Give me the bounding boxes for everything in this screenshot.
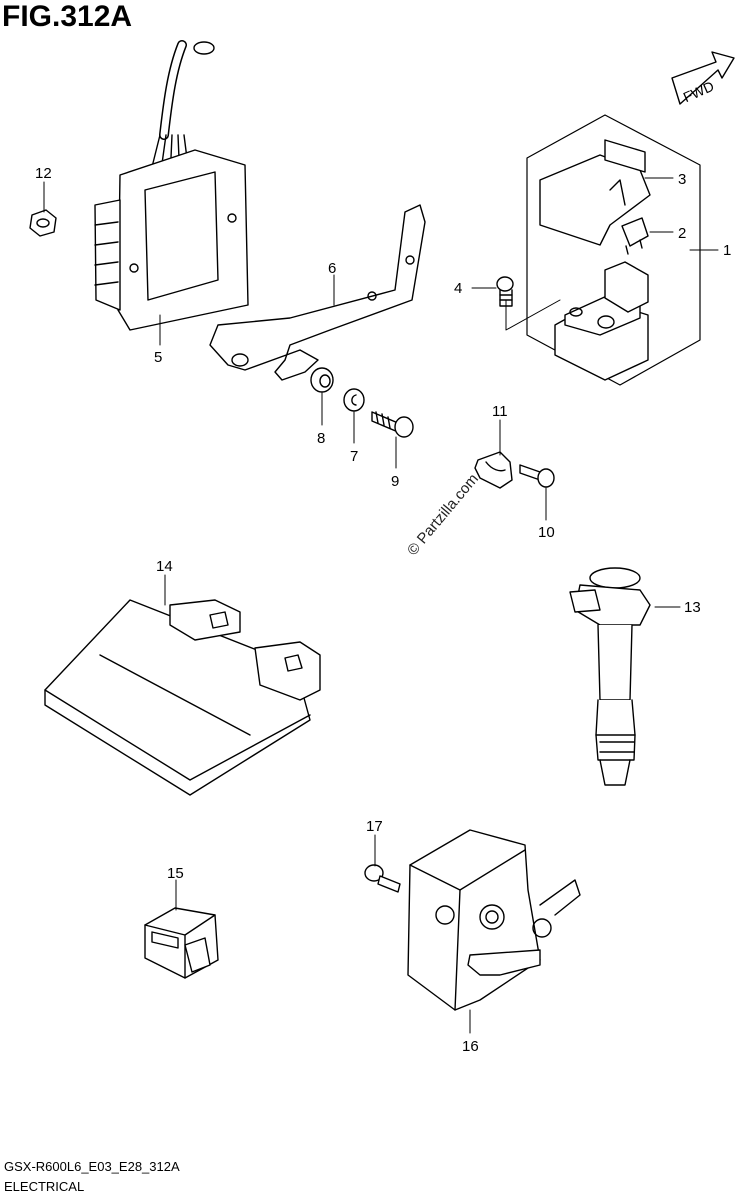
- footer-section-label: ELECTRICAL: [4, 1179, 85, 1194]
- callout-4: 4: [454, 280, 462, 297]
- starter-relay-assembly: [505, 114, 701, 386]
- ecm-part: [44, 599, 321, 796]
- callout-5: 5: [154, 349, 162, 366]
- callout-7: 7: [350, 448, 358, 465]
- ignition-coil-part: [569, 567, 651, 786]
- callout-16: 16: [462, 1038, 479, 1055]
- collar-part-7: [343, 388, 365, 412]
- screw-part-17: [364, 864, 401, 893]
- screw-part-4: [496, 276, 514, 307]
- callout-11: 11: [492, 403, 508, 420]
- callout-8: 8: [317, 430, 325, 447]
- figure-title: FIG.312A: [2, 0, 133, 33]
- callout-2: 2: [678, 225, 686, 242]
- callout-13: 13: [684, 599, 701, 616]
- bolt-part-9: [371, 411, 414, 438]
- callout-6: 6: [328, 260, 336, 277]
- leader-lines: [43, 177, 719, 1034]
- callout-17: 17: [366, 818, 383, 835]
- callout-labels: 1 2 3 4 5 6 7 8 9 10 11 12 13 14 15 16 1…: [35, 165, 731, 1055]
- sensor-part-15: [144, 907, 219, 979]
- callout-15: 15: [167, 865, 184, 882]
- callout-3: 3: [678, 171, 686, 188]
- screw-part-10: [519, 464, 555, 488]
- callout-14: 14: [156, 558, 173, 575]
- regulator-rectifier-part: [94, 40, 249, 331]
- fuse-part: [621, 217, 649, 255]
- cushion-part-8: [310, 367, 334, 393]
- callout-9: 9: [391, 473, 399, 490]
- footer-model-code: GSX-R600L6_E03_E28_312A: [4, 1159, 180, 1174]
- callout-1: 1: [723, 242, 731, 259]
- fwd-arrow-icon: FWD: [671, 51, 735, 105]
- callout-12: 12: [35, 165, 52, 182]
- switch-assembly-part-16: [407, 829, 581, 1011]
- bracket-part: [209, 204, 426, 381]
- callout-10: 10: [538, 524, 555, 541]
- nut-part: [29, 209, 57, 237]
- clamp-part: [474, 451, 513, 489]
